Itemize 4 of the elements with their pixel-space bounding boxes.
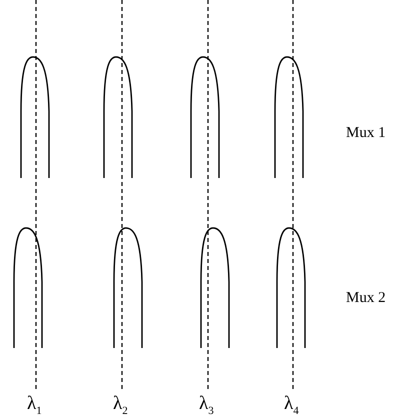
wavelength-label: λ$_{3}$ xyxy=(199,395,214,417)
wavelength-label: λ$_{4}$ xyxy=(284,395,299,417)
wavelength-label: λ$_{1}$ xyxy=(27,395,42,417)
wavelength-label: λ$_{2}$ xyxy=(113,395,128,417)
